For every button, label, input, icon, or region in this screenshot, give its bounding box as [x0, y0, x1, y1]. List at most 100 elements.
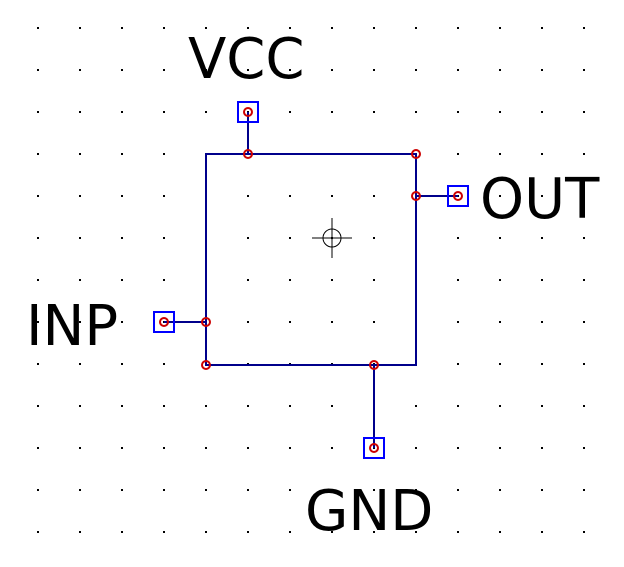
grid-dot	[79, 321, 81, 323]
grid-dot	[79, 111, 81, 113]
grid-dot	[415, 531, 417, 533]
grid-dot	[583, 153, 585, 155]
grid-dot	[121, 363, 123, 365]
grid-dot	[37, 195, 39, 197]
grid-dot	[373, 237, 375, 239]
grid-dot	[499, 69, 501, 71]
grid-dot	[205, 531, 207, 533]
grid-dot	[163, 279, 165, 281]
pin-inp[interactable]: INP	[26, 294, 211, 359]
grid-dot	[541, 405, 543, 407]
grid-dot	[373, 321, 375, 323]
grid-dot	[499, 531, 501, 533]
grid-dot	[163, 195, 165, 197]
grid-dot	[289, 111, 291, 113]
grid-dot	[289, 69, 291, 71]
grid-dot	[37, 363, 39, 365]
grid-dot	[457, 489, 459, 491]
corner-junction-bottom-left	[201, 360, 211, 370]
grid-dot	[583, 531, 585, 533]
grid-dot	[289, 195, 291, 197]
grid-dot	[583, 489, 585, 491]
grid-dot	[37, 111, 39, 113]
grid-dot	[499, 237, 501, 239]
grid-dot	[121, 489, 123, 491]
pin-vcc[interactable]: VCC	[188, 27, 305, 159]
grid-dot	[331, 195, 333, 197]
grid-dot	[37, 27, 39, 29]
grid-dot	[331, 447, 333, 449]
grid-dot	[583, 279, 585, 281]
corner-junction-top-right	[411, 149, 421, 159]
grid-dot	[79, 153, 81, 155]
grid-dot	[541, 69, 543, 71]
pin-inp-junction	[159, 317, 169, 327]
grid-dot	[289, 27, 291, 29]
grid-dots	[37, 27, 585, 533]
grid-dot	[37, 237, 39, 239]
grid-dot	[247, 279, 249, 281]
grid-dot	[457, 279, 459, 281]
grid-dot	[541, 489, 543, 491]
pin-vcc-body-junction	[243, 149, 253, 159]
grid-dot	[541, 153, 543, 155]
grid-dot	[499, 363, 501, 365]
grid-dot	[499, 27, 501, 29]
grid-dot	[541, 321, 543, 323]
grid-dot	[289, 405, 291, 407]
grid-dot	[289, 447, 291, 449]
pin-inp-terminal[interactable]	[153, 311, 175, 333]
grid-dot	[79, 69, 81, 71]
grid-dot	[583, 195, 585, 197]
grid-dot	[79, 447, 81, 449]
grid-dot	[37, 489, 39, 491]
pin-out-label: OUT	[480, 167, 600, 232]
grid-dot	[121, 447, 123, 449]
grid-dot	[163, 531, 165, 533]
grid-dot	[541, 237, 543, 239]
grid-dot	[583, 405, 585, 407]
grid-dot	[457, 447, 459, 449]
grid-dot	[121, 195, 123, 197]
grid-dot	[247, 195, 249, 197]
pin-inp-body-junction	[201, 317, 211, 327]
pin-out-terminal[interactable]	[447, 185, 469, 207]
grid-dot	[415, 27, 417, 29]
pin-gnd-terminal[interactable]	[363, 437, 385, 459]
crosshair-icon	[312, 218, 352, 258]
grid-dot	[121, 69, 123, 71]
component-symbol[interactable]	[201, 149, 421, 370]
grid-dot	[583, 447, 585, 449]
grid-dot	[583, 27, 585, 29]
grid-dot	[331, 405, 333, 407]
grid-dot	[247, 531, 249, 533]
grid-dot	[121, 27, 123, 29]
grid-dot	[247, 447, 249, 449]
grid-dot	[205, 27, 207, 29]
grid-dot	[163, 405, 165, 407]
grid-dot	[289, 489, 291, 491]
grid-dot	[499, 321, 501, 323]
component-body[interactable]	[205, 153, 417, 366]
grid-dot	[37, 531, 39, 533]
grid-dot	[499, 489, 501, 491]
grid-dot	[457, 363, 459, 365]
grid-dot	[205, 447, 207, 449]
grid-dot	[289, 321, 291, 323]
pin-vcc-junction	[243, 107, 253, 117]
grid-dot	[37, 447, 39, 449]
grid-dot	[79, 531, 81, 533]
grid-dot	[373, 27, 375, 29]
grid-dot	[373, 279, 375, 281]
grid-dot	[163, 69, 165, 71]
pin-out[interactable]: OUT	[411, 167, 600, 232]
pin-vcc-label: VCC	[188, 27, 305, 92]
grid-dot	[541, 279, 543, 281]
grid-dot	[247, 69, 249, 71]
grid-dot	[583, 111, 585, 113]
pin-out-junction	[453, 191, 463, 201]
pin-gnd[interactable]: GND	[305, 360, 433, 544]
pin-vcc-terminal[interactable]	[237, 101, 259, 123]
